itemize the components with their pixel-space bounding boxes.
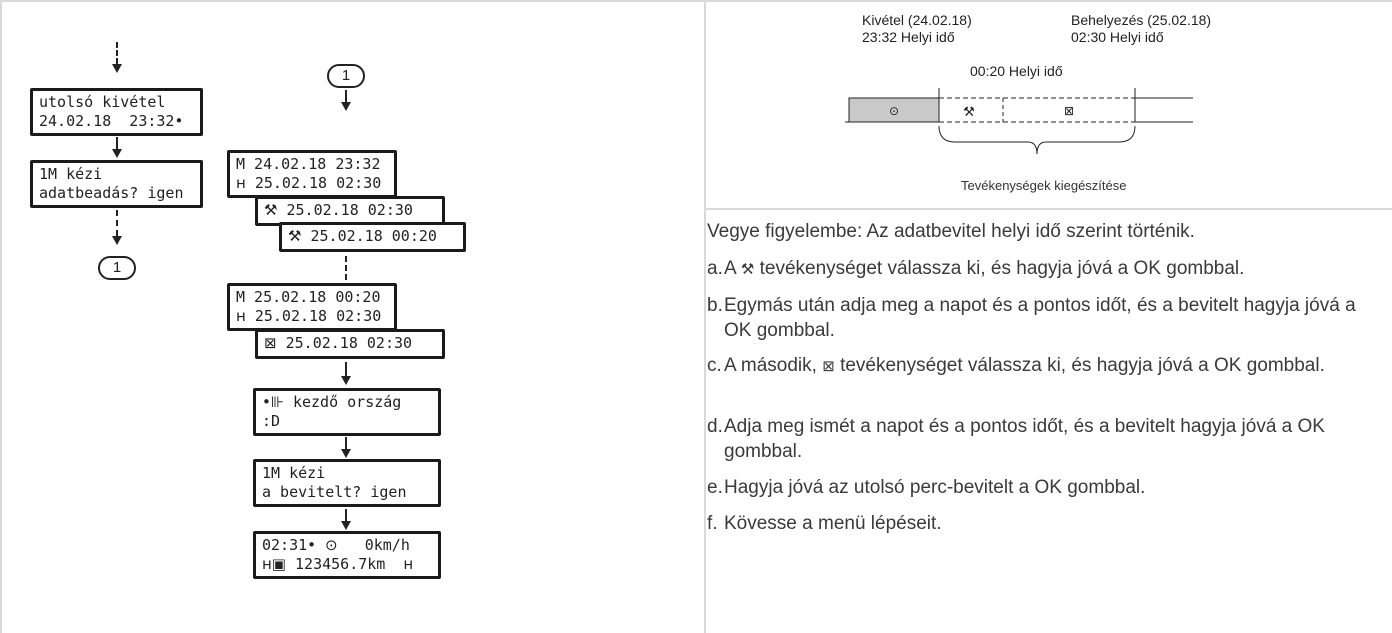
availability-icon: ⊠ (822, 357, 835, 375)
step-item-b: b. Egymás után adja meg a napot és a pon… (707, 295, 1356, 341)
display-last-removal: utolsó kivétel 24.02.18 23:32• (30, 88, 203, 136)
local-time-note: Vegye figyelembe: Az adatbevitel helyi i… (707, 221, 1195, 242)
arrowhead-icon (341, 449, 351, 458)
step-item-f: f. Kövesse a menü lépéseit. (707, 513, 942, 534)
mid-time-label: 00:20 Helyi idő (970, 63, 1063, 79)
arrowhead-icon (341, 376, 351, 385)
work-icon: ⚒ (288, 227, 302, 245)
ok-button-icon: OK (1133, 258, 1161, 279)
display-standard: 02:31• ⊙ 0km/h ʜ▣ 123456.7km ʜ (253, 531, 441, 579)
flow-arrow-line (116, 42, 118, 64)
flow-arrow-line (116, 210, 118, 236)
step-item-e: e. Hagyja jóvá az utolsó perc-bevitelt a… (707, 477, 1146, 498)
ok-button-icon: OK (1297, 416, 1325, 437)
display-entry-second: M 25.02.18 00:20 ʜ 25.02.18 02:30 (227, 283, 397, 331)
removal-label: Kivétel (24.02.18) 23:32 Helyi idő (862, 12, 972, 45)
display-manual-entry-question: 1M kézi adatbeadás? igen (30, 160, 203, 208)
flow-arrow-line (345, 362, 347, 376)
work-icon: ⚒ (264, 201, 278, 219)
connector-circle-1: 1 (327, 64, 365, 88)
arrowhead-icon (341, 102, 351, 111)
display-entry-work-time: ⚒ 25.02.18 00:20 (279, 222, 466, 252)
arrowhead-icon (112, 149, 122, 158)
availability-icon: ⊠ (1064, 104, 1074, 118)
rest-segment (848, 97, 940, 123)
display-confirm-entry: 1M kézi a bevitelt? igen (253, 459, 441, 507)
connector-circle-1: 1 (98, 256, 136, 280)
display-start-country: •⊪ kezdő ország :D (253, 388, 441, 436)
ok-button-icon: OK (1213, 355, 1242, 376)
work-icon: ⚒ (740, 260, 755, 278)
step-item-d: d. Adja meg ismét a napot és a pontos id… (707, 416, 1325, 462)
insert-label: Behelyezés (25.02.18) 02:30 Helyi idő (1071, 12, 1212, 45)
flow-arrow-line (345, 90, 347, 102)
supplement-caption: Tevékenységek kiegészítése (961, 178, 1127, 193)
flow-arrow-line (345, 509, 347, 521)
flow-arrow-line (345, 256, 347, 280)
ok-button-icon: OK (1034, 477, 1062, 498)
local-time-dot-icon: • (307, 536, 317, 554)
availability-icon: ⊠ (264, 334, 277, 352)
left-panel (0, 0, 706, 633)
country-icon: •⊪ (262, 393, 284, 411)
step-item-a: a. A ⚒ tevékenységet válassza ki, és hag… (707, 258, 1245, 279)
card-icon: ʜ▣ (262, 555, 286, 573)
arrowhead-icon (112, 64, 122, 73)
display-entry-removal-insert: M 24.02.18 23:32 ʜ 25.02.18 02:30 (227, 150, 397, 198)
timeline-panel (704, 0, 1392, 210)
card-insert-icon: ʜ (403, 555, 414, 573)
display-entry-availability: ⊠ 25.02.18 02:30 (255, 329, 445, 359)
work-icon: ⚒ (963, 105, 975, 120)
step-item-c: c. A második, ⊠ tevékenységet válassza k… (707, 355, 1325, 376)
rest-icon: ⊙ (889, 104, 899, 118)
ok-button-icon: OK (724, 320, 752, 341)
flow-arrow-line (116, 137, 118, 149)
timeline-graphic: ⊙ ⚒ ⊠ (845, 88, 1193, 155)
flow-arrow-line (345, 437, 347, 449)
local-time-dot-icon: • (174, 112, 184, 130)
rest-icon: ⊙ (325, 536, 338, 554)
supplement-brace (938, 125, 1136, 155)
arrowhead-icon (341, 521, 351, 530)
arrowhead-icon (112, 236, 122, 245)
card-insert-icon: ʜ (236, 307, 246, 325)
card-insert-icon: ʜ (236, 174, 246, 192)
